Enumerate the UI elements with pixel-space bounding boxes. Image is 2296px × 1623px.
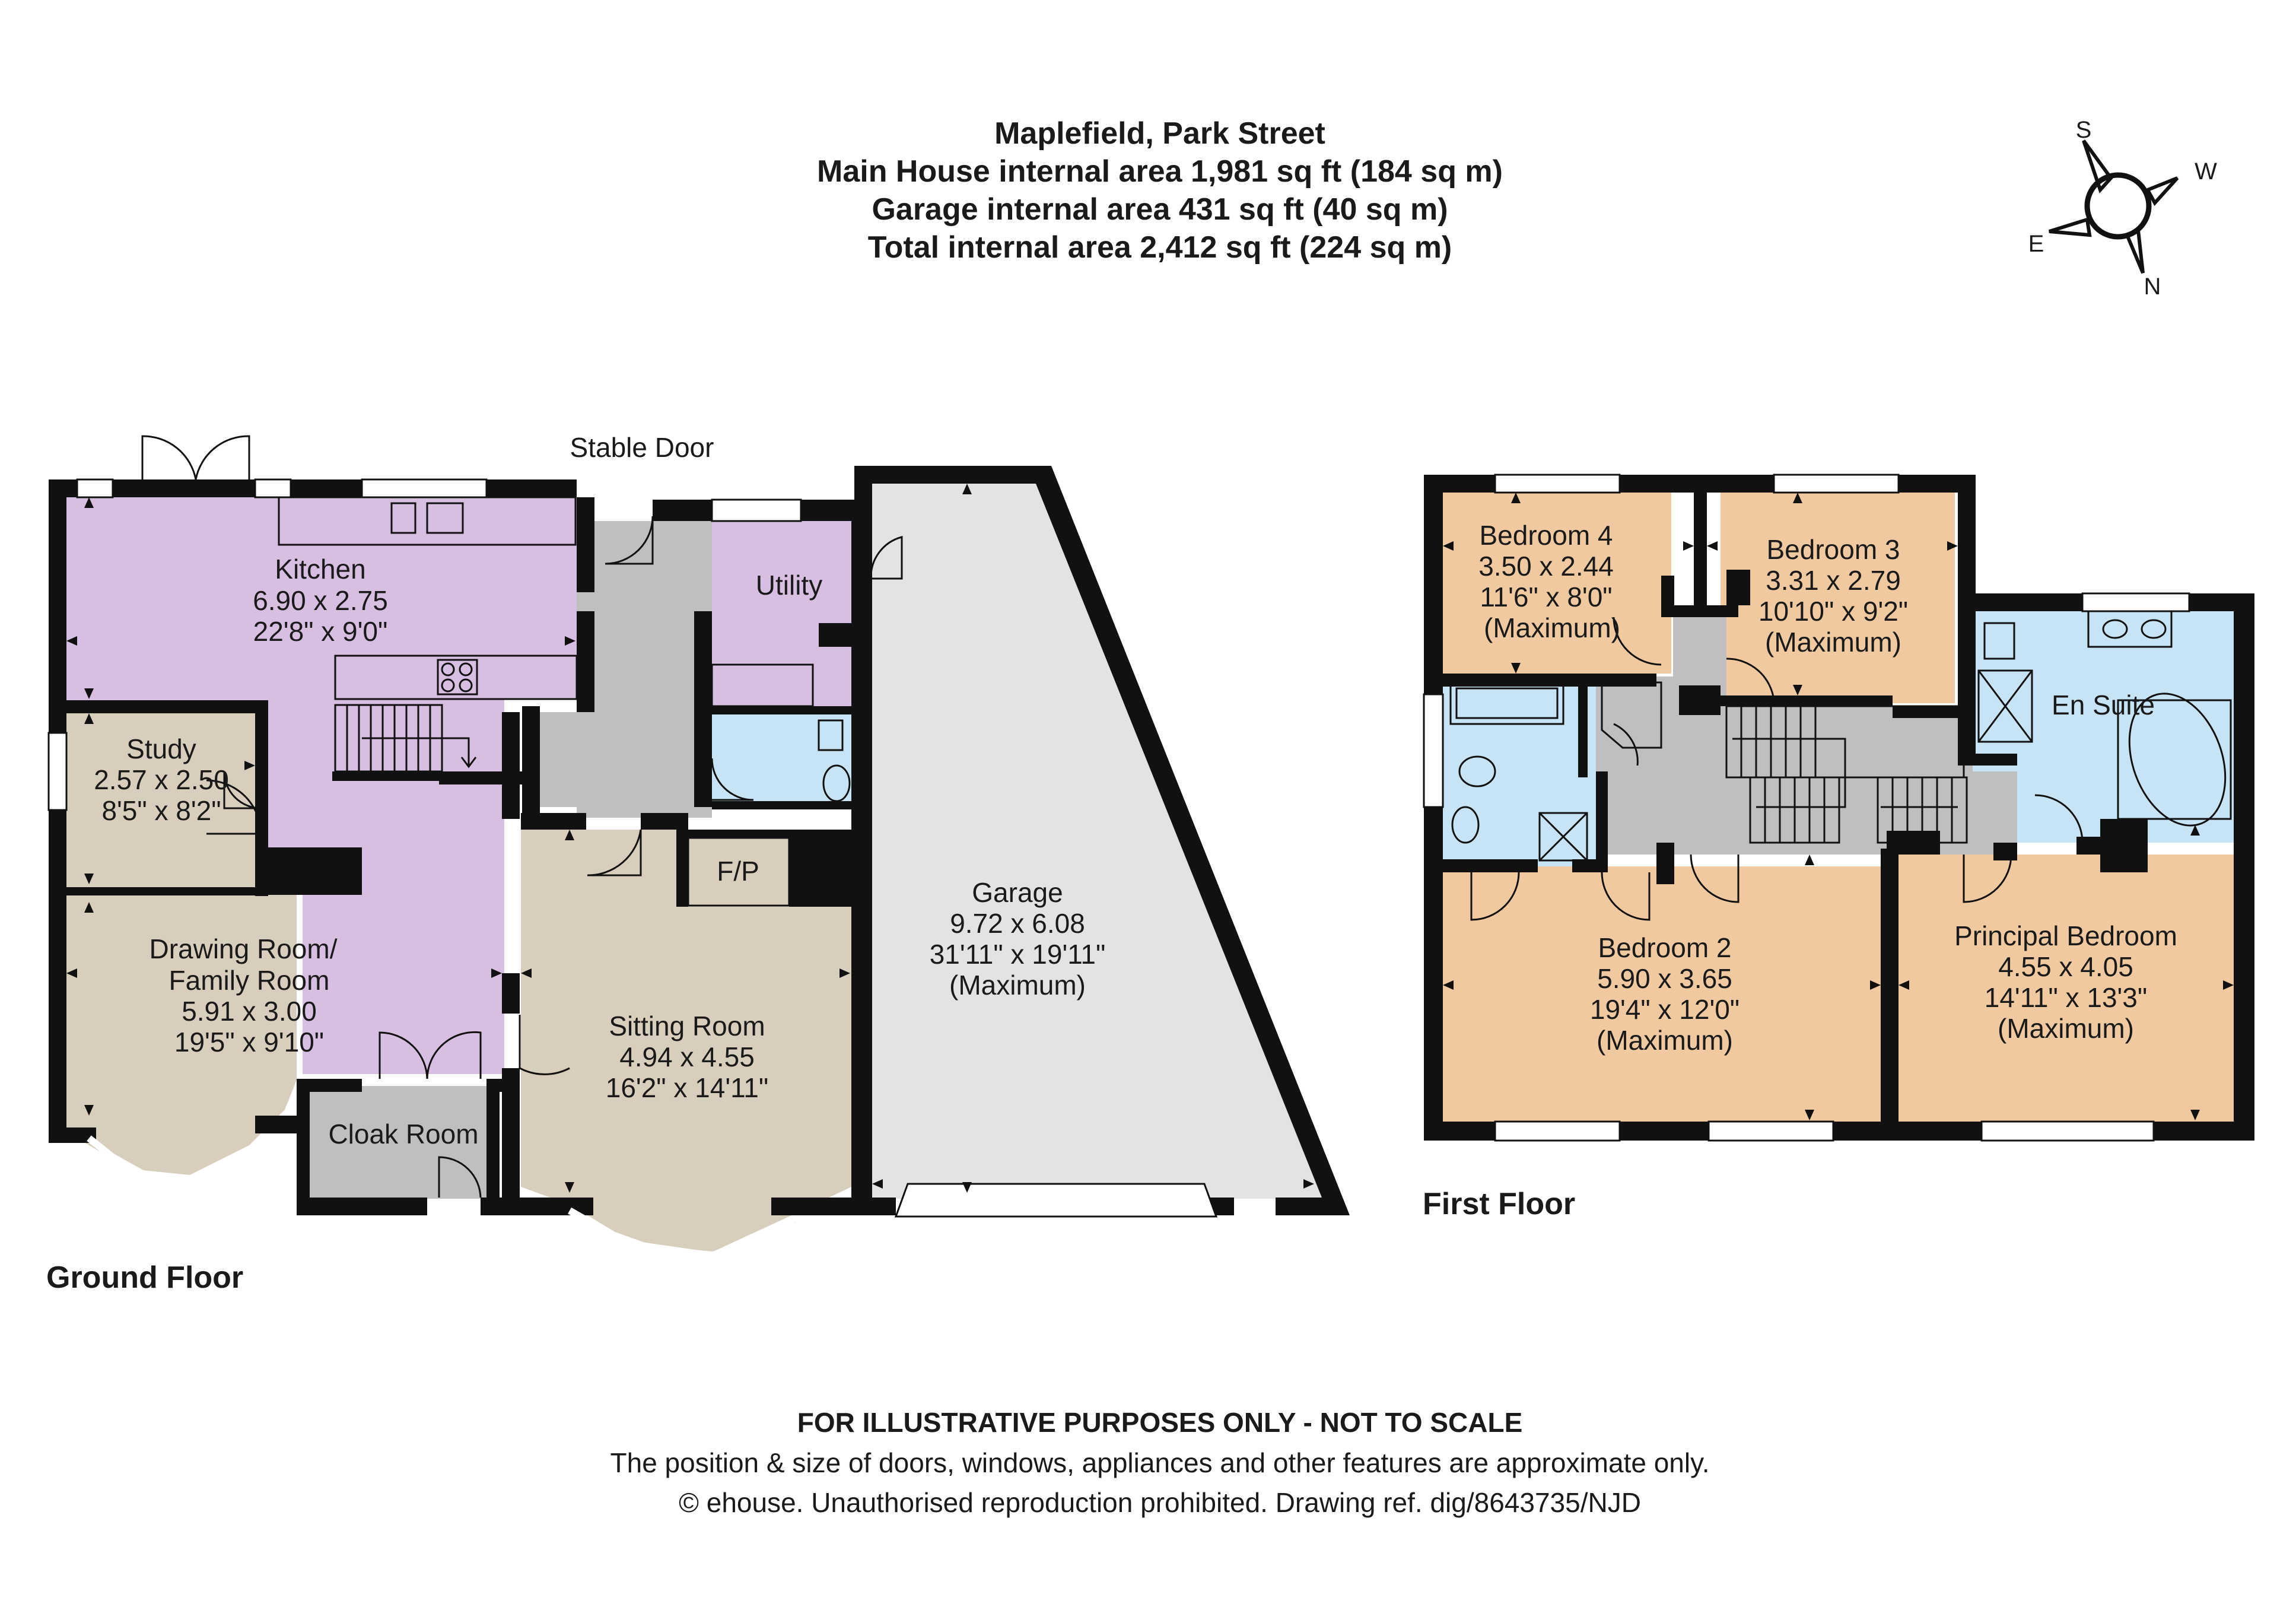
stable-door-label: Stable Door [570, 432, 714, 463]
utility-area [712, 521, 851, 711]
garage-metric: 9.72 x 6.08 [950, 908, 1085, 939]
bedroom2-note: (Maximum) [1597, 1025, 1733, 1056]
bedroom4-name: Bedroom 4 [1479, 520, 1613, 551]
principal-bedroom-metric: 4.55 x 4.05 [1998, 951, 2133, 982]
drawing-room-metric: 5.91 x 3.00 [182, 996, 317, 1027]
scale-warning: FOR ILLUSTRATIVE PURPOSES ONLY - NOT TO … [797, 1407, 1523, 1438]
bedroom2-imperial: 19'4" x 12'0" [1590, 994, 1740, 1025]
sitting-room-imperial: 16'2" x 14'11" [606, 1072, 768, 1103]
principal-bedroom-note: (Maximum) [1998, 1013, 2134, 1044]
study-name: Study [126, 733, 196, 764]
bedroom3-imperial: 10'10" x 9'2" [1758, 596, 1908, 627]
en-suite-name: En Suite [2052, 690, 2155, 720]
sitting-room-name: Sitting Room [609, 1011, 765, 1041]
principal-bedroom-imperial: 14'11" x 13'3" [1985, 982, 2147, 1013]
compass-s: S [2076, 117, 2092, 143]
landing-area [1596, 617, 2017, 855]
fireplace-label: F/P [717, 856, 759, 887]
garage-name: Garage [972, 877, 1063, 908]
total-area: Total internal area 2,412 sq ft (224 sq … [868, 230, 1452, 265]
bedroom4-note: (Maximum) [1484, 612, 1620, 643]
drawing-room-area [66, 893, 297, 1175]
principal-bedroom-name: Principal Bedroom [1954, 920, 2177, 951]
kitchen-area [66, 497, 577, 699]
wc-area [712, 711, 851, 806]
drawing-room-name-2: Family Room [169, 965, 330, 996]
bedroom2-area [1443, 866, 1883, 1122]
compass-icon [2049, 139, 2179, 274]
kitchen-imperial: 22'8" x 9'0" [253, 616, 388, 647]
bedroom3-metric: 3.31 x 2.79 [1766, 565, 1901, 596]
cloak-room-area [297, 1086, 492, 1199]
ground-floor-label: Ground Floor [46, 1260, 243, 1295]
kitchen-metric: 6.90 x 2.75 [253, 585, 388, 616]
compass-n: N [2144, 274, 2161, 300]
first-floor-label: First Floor [1423, 1187, 1575, 1221]
bedroom3-name: Bedroom 3 [1766, 534, 1900, 565]
bedroom2-name: Bedroom 2 [1598, 932, 1731, 963]
study-imperial: 8'5" x 8'2" [101, 795, 221, 826]
compass-e: E [2028, 231, 2044, 257]
bedroom4-area [1443, 493, 1671, 674]
ground-floor-plan: Stable Door Kitchen 6.90 x 2.75 22'8" x … [47, 432, 1350, 1259]
garage-area: Garage internal area 431 sq ft (40 sq m) [872, 192, 1448, 227]
utility-name: Utility [756, 570, 822, 601]
bedroom2-metric: 5.90 x 3.65 [1597, 963, 1732, 994]
drawing-room-imperial: 19'5" x 9'10" [174, 1027, 324, 1057]
study-metric: 2.57 x 2.50 [94, 764, 229, 795]
garage-note: (Maximum) [949, 970, 1086, 1001]
copyright-note: © ehouse. Unauthorised reproduction proh… [679, 1487, 1641, 1518]
sitting-room-area [521, 830, 851, 1252]
drawing-room-name-1: Drawing Room/ [150, 933, 338, 964]
garage-area [872, 476, 1329, 1199]
main-house-area: Main House internal area 1,981 sq ft (18… [817, 154, 1503, 189]
first-floor-plan: Bedroom 4 3.50 x 2.44 11'6" x 8'0" (Maxi… [1423, 474, 2254, 1142]
bedroom3-note: (Maximum) [1765, 627, 1901, 658]
bedroom3-area [1721, 493, 1955, 703]
garage-imperial: 31'11" x 19'11" [930, 939, 1106, 970]
plan-title: Maplefield, Park Street [994, 116, 1325, 151]
compass-w: W [2195, 158, 2217, 185]
bedroom4-metric: 3.50 x 2.44 [1478, 551, 1614, 582]
bathroom-area [1443, 682, 1597, 866]
accuracy-note: The position & size of doors, windows, a… [610, 1447, 1710, 1478]
kitchen-name: Kitchen [275, 554, 365, 585]
principal-bedroom-area [1899, 855, 2234, 1122]
sitting-room-metric: 4.94 x 4.55 [619, 1041, 755, 1072]
cloak-room-name: Cloak Room [328, 1119, 478, 1149]
bedroom4-imperial: 11'6" x 8'0" [1480, 582, 1612, 612]
study-area [66, 712, 262, 893]
